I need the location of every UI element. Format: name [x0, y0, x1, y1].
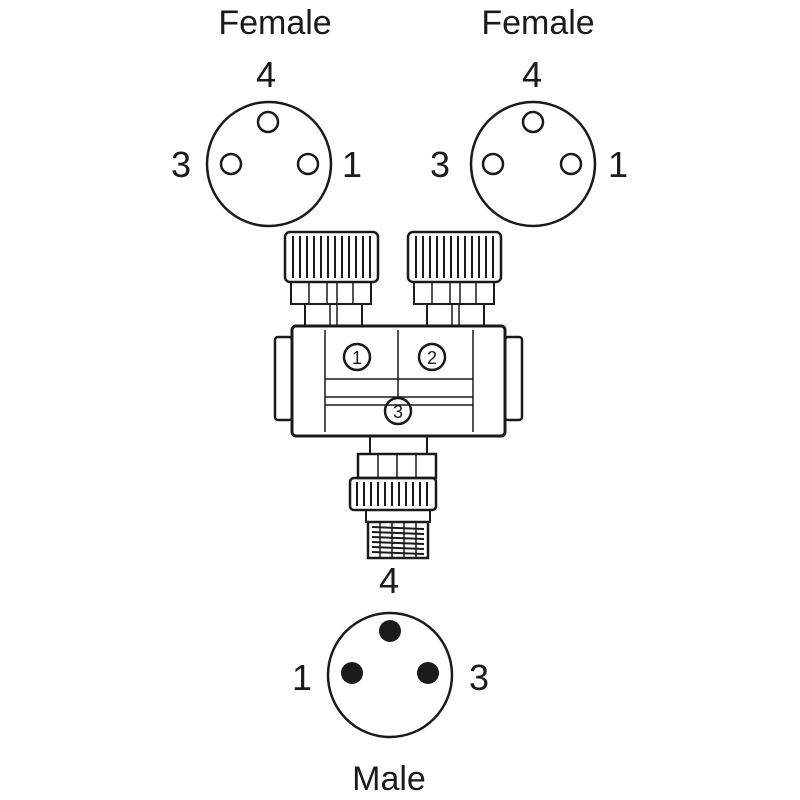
left-nut-knurling [292, 236, 371, 278]
female-left-socket-left [219, 152, 243, 176]
body-pin-marker-3: 3 [383, 396, 413, 426]
right-nut-knurling [415, 236, 494, 278]
male-output-connector [348, 435, 438, 560]
female-left-pin-right-label: 1 [342, 144, 362, 185]
body-pin-marker-2-label: 2 [427, 348, 437, 368]
female-right-face [469, 100, 597, 228]
body-pin-marker-2: 2 [417, 342, 447, 372]
female-left-face [205, 100, 333, 228]
body-pin-marker-1-label: 1 [352, 348, 362, 368]
male-pin-left-label: 1 [292, 657, 312, 698]
left-coupling-nut [283, 230, 380, 327]
female-right-socket-left [481, 152, 505, 176]
male-nut-knurling [356, 482, 428, 506]
male-thread [371, 522, 425, 558]
female-left-socket-right [296, 152, 320, 176]
female-connector-left: Female 4 3 1 [171, 4, 362, 228]
splitter-body: 1 2 3 [273, 324, 524, 438]
male-pin-right [417, 662, 439, 684]
male-pin-top-label: 4 [379, 560, 399, 601]
male-pin-left [341, 662, 363, 684]
male-connector-face-group: 4 1 3 Male [292, 560, 489, 798]
female-left-pin-left-label: 3 [171, 144, 191, 185]
female-left-title: Female [218, 4, 331, 42]
male-face [326, 611, 454, 739]
male-pin-top [379, 620, 401, 642]
female-left-socket-top [256, 110, 280, 134]
female-connector-right: Female 4 3 1 [430, 4, 628, 228]
female-right-socket-top [521, 110, 545, 134]
female-right-pin-top-label: 4 [522, 54, 542, 95]
female-left-pin-top-label: 4 [256, 54, 276, 95]
female-right-socket-right [559, 152, 583, 176]
female-right-title: Female [481, 4, 594, 42]
body-pin-marker-1: 1 [342, 342, 372, 372]
right-coupling-nut [406, 230, 503, 327]
body-pin-marker-3-label: 3 [393, 402, 403, 422]
female-right-pin-right-label: 1 [608, 144, 628, 185]
male-title: Male [352, 760, 426, 798]
male-pin-right-label: 3 [469, 657, 489, 698]
female-right-pin-left-label: 3 [430, 144, 450, 185]
